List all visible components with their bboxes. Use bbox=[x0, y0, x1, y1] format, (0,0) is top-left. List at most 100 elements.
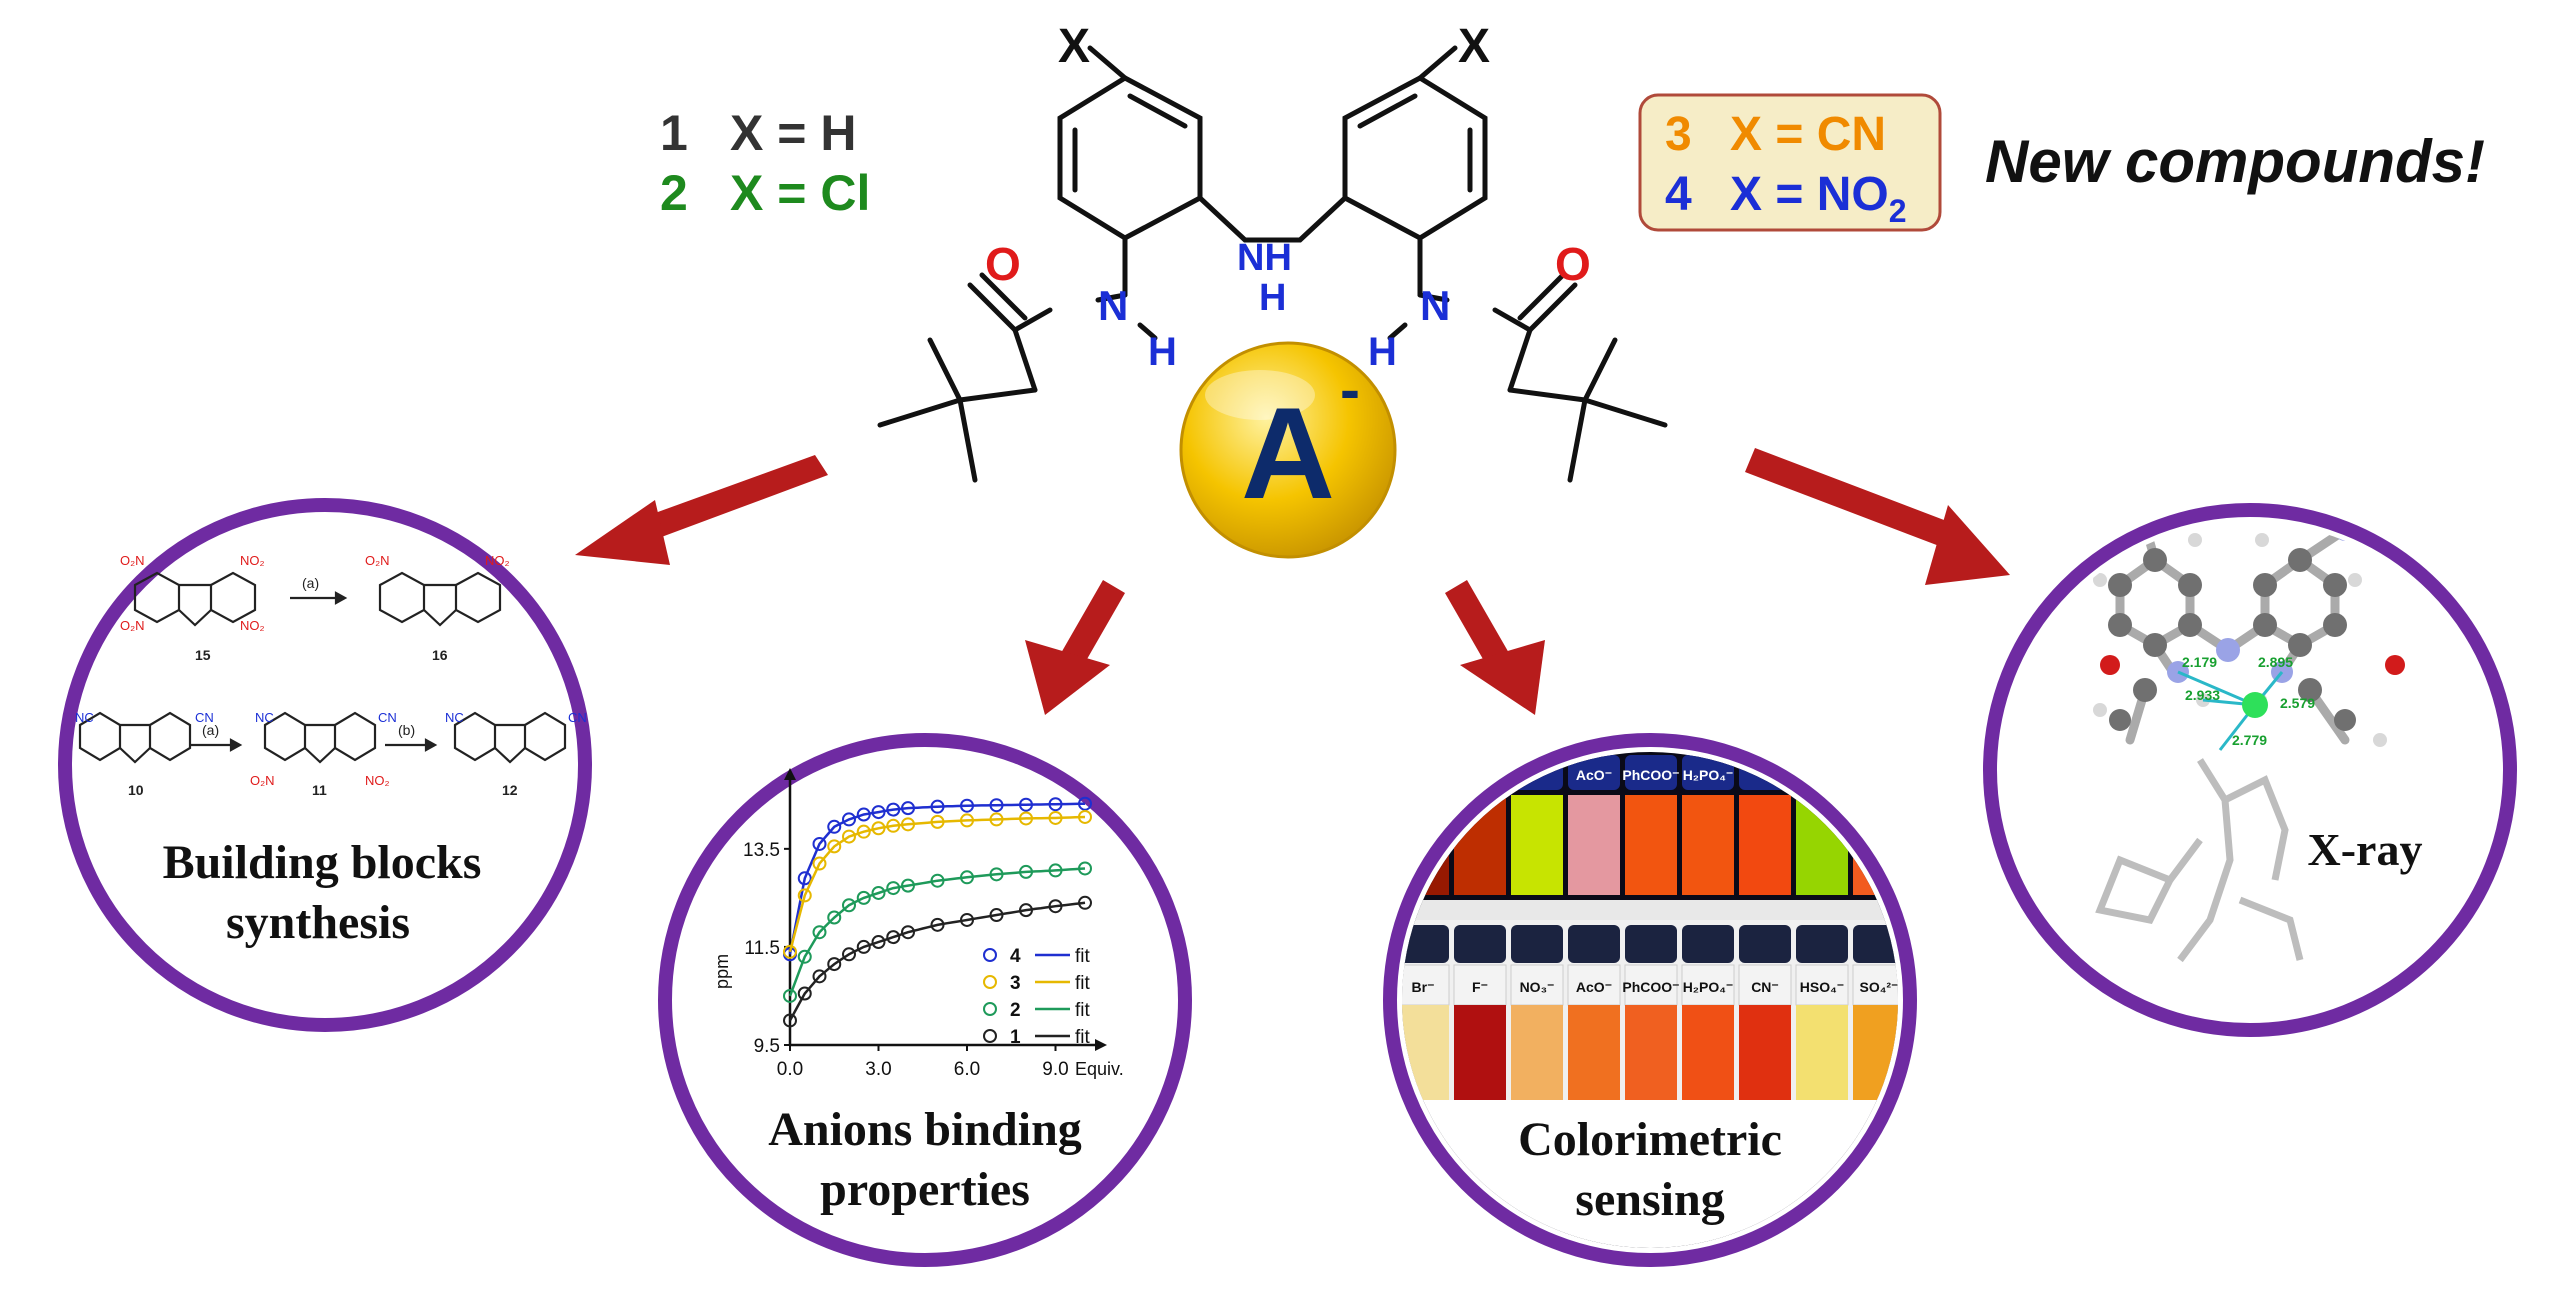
data-point-series-4 bbox=[812, 836, 827, 851]
legend-marker-4 bbox=[983, 948, 997, 962]
distance-4: 2.579 bbox=[2280, 695, 2315, 711]
vial-solution bbox=[1682, 1005, 1734, 1100]
data-point-series-3 bbox=[842, 829, 856, 844]
data-point-series-3 bbox=[856, 824, 871, 839]
svg-text:O₂N: O₂N bbox=[250, 773, 275, 788]
vial-anion-label: SO₄²⁻ bbox=[1860, 979, 1899, 995]
crystal-structure: 2.179 2.895 2.933 2.579 2.779 bbox=[2093, 522, 2405, 963]
y-axis-arrowhead bbox=[784, 768, 796, 780]
y-axis-label: ppm bbox=[712, 954, 732, 989]
svg-text:O₂N: O₂N bbox=[120, 553, 145, 568]
amide-n-left: N bbox=[1098, 282, 1128, 329]
svg-text:NO₂: NO₂ bbox=[240, 618, 265, 633]
compound-list-left: 1 X = H 2 X = Cl bbox=[660, 105, 870, 221]
vial-label-band bbox=[1852, 964, 1898, 1006]
svg-text:CN: CN bbox=[568, 710, 587, 725]
data-point-series-1 bbox=[1019, 903, 1033, 918]
distance-2: 2.895 bbox=[2258, 654, 2293, 670]
vial-anion-label: AcO⁻ bbox=[1576, 979, 1612, 995]
data-point-series-1 bbox=[842, 947, 856, 962]
vial-top-anion-label: H₂PO₄⁻ bbox=[1683, 767, 1734, 783]
anion-charge: - bbox=[1340, 356, 1360, 423]
arrows bbox=[575, 448, 2010, 715]
vial-cap bbox=[1402, 755, 1449, 790]
anion-sphere: A - bbox=[1179, 341, 1397, 559]
vial-anion-label: CN⁻ bbox=[1751, 979, 1779, 995]
data-point-series-1 bbox=[797, 986, 812, 1001]
data-point-series-1 bbox=[812, 969, 827, 984]
vial-cap bbox=[1853, 755, 1898, 790]
vial-label-band bbox=[1510, 964, 1564, 1006]
data-point-series-2 bbox=[1078, 861, 1092, 876]
colorimetric-caption-line1: Colorimetric bbox=[1518, 1113, 1782, 1166]
data-point-series-4 bbox=[1019, 797, 1033, 812]
vial-fluorescent bbox=[1739, 795, 1791, 895]
data-point-series-3 bbox=[901, 817, 915, 832]
distance-1: 2.179 bbox=[2182, 654, 2217, 670]
synthesis-scheme bbox=[78, 571, 567, 764]
vial-fluorescent bbox=[1682, 795, 1734, 895]
vial-cap bbox=[1568, 755, 1620, 790]
y-tick-label: 13.5 bbox=[743, 840, 780, 861]
data-point-series-4 bbox=[901, 801, 915, 816]
vial-label-band bbox=[1453, 964, 1507, 1006]
vial-label-band bbox=[1681, 964, 1735, 1006]
chloride-atom bbox=[2242, 692, 2268, 718]
compound-4-formula: X = NO2 bbox=[1730, 168, 1907, 229]
vial-solution bbox=[1511, 1005, 1563, 1100]
legend-fit-label: fit bbox=[1075, 1000, 1091, 1021]
data-point-series-4 bbox=[856, 807, 871, 822]
vial-fluorescent bbox=[1568, 795, 1620, 895]
compound-12-label: 12 bbox=[502, 782, 518, 798]
svg-text:NC: NC bbox=[445, 710, 464, 725]
data-point-series-2 bbox=[783, 988, 797, 1003]
amide-n-right: N bbox=[1420, 282, 1450, 329]
vial-cap bbox=[1682, 755, 1734, 790]
data-point-series-3 bbox=[930, 814, 945, 829]
data-point-series-2 bbox=[886, 881, 901, 896]
vial-top-anion-label: AcO⁻ bbox=[1576, 767, 1612, 783]
svg-text:NC: NC bbox=[255, 710, 274, 725]
vial-cap bbox=[1625, 925, 1677, 963]
vial-solution bbox=[1568, 1005, 1620, 1100]
x-tick-label: 9.0 bbox=[1042, 1059, 1068, 1080]
compound-list-right: 3 X = CN 4 X = NO2 bbox=[1638, 93, 1942, 232]
data-point-series-1 bbox=[930, 917, 945, 932]
compound-10-label: 10 bbox=[128, 782, 144, 798]
compound-11-label: 11 bbox=[312, 782, 327, 798]
legend-label-3: 3 bbox=[1010, 973, 1021, 994]
svg-text:NC: NC bbox=[75, 710, 94, 725]
binding-caption-line2: properties bbox=[820, 1163, 1030, 1216]
vial-solution bbox=[1625, 1005, 1677, 1100]
carbazole-h: H bbox=[1259, 277, 1286, 319]
data-point-series-4 bbox=[827, 819, 842, 834]
arrow-to-colorimetric bbox=[1445, 580, 1545, 715]
arrow-to-xray bbox=[1745, 448, 2010, 585]
shelf bbox=[1402, 900, 1898, 920]
compound-2-formula: X = Cl bbox=[730, 165, 870, 221]
carbazole-nh: NH bbox=[1237, 237, 1292, 279]
legend-marker-1 bbox=[983, 1029, 997, 1043]
colorimetric-caption-line2: sensing bbox=[1575, 1173, 1724, 1226]
data-point-series-4 bbox=[871, 805, 886, 820]
compound-1-number: 1 bbox=[660, 105, 688, 161]
data-point-series-2 bbox=[842, 898, 856, 913]
vial-cap bbox=[1511, 925, 1563, 963]
step-b-label: (b) bbox=[398, 722, 415, 738]
compound-3-number: 3 bbox=[1665, 108, 1692, 161]
data-point-series-1 bbox=[1048, 899, 1063, 914]
data-point-series-1 bbox=[783, 1013, 797, 1028]
legend-fit-label: fit bbox=[1075, 946, 1091, 967]
vial-label-band bbox=[1624, 964, 1678, 1006]
data-point-series-2 bbox=[812, 925, 827, 940]
svg-text:CN: CN bbox=[195, 710, 214, 725]
vial-label-band bbox=[1795, 964, 1849, 1006]
data-point-series-2 bbox=[797, 949, 812, 964]
legend-marker-3 bbox=[983, 975, 997, 989]
building-blocks-caption-line2: synthesis bbox=[226, 896, 410, 949]
xray-caption: X-ray bbox=[2308, 824, 2423, 875]
svg-text:O₂N: O₂N bbox=[365, 553, 390, 568]
data-point-series-2 bbox=[930, 873, 945, 888]
vial-cap bbox=[1625, 755, 1677, 790]
